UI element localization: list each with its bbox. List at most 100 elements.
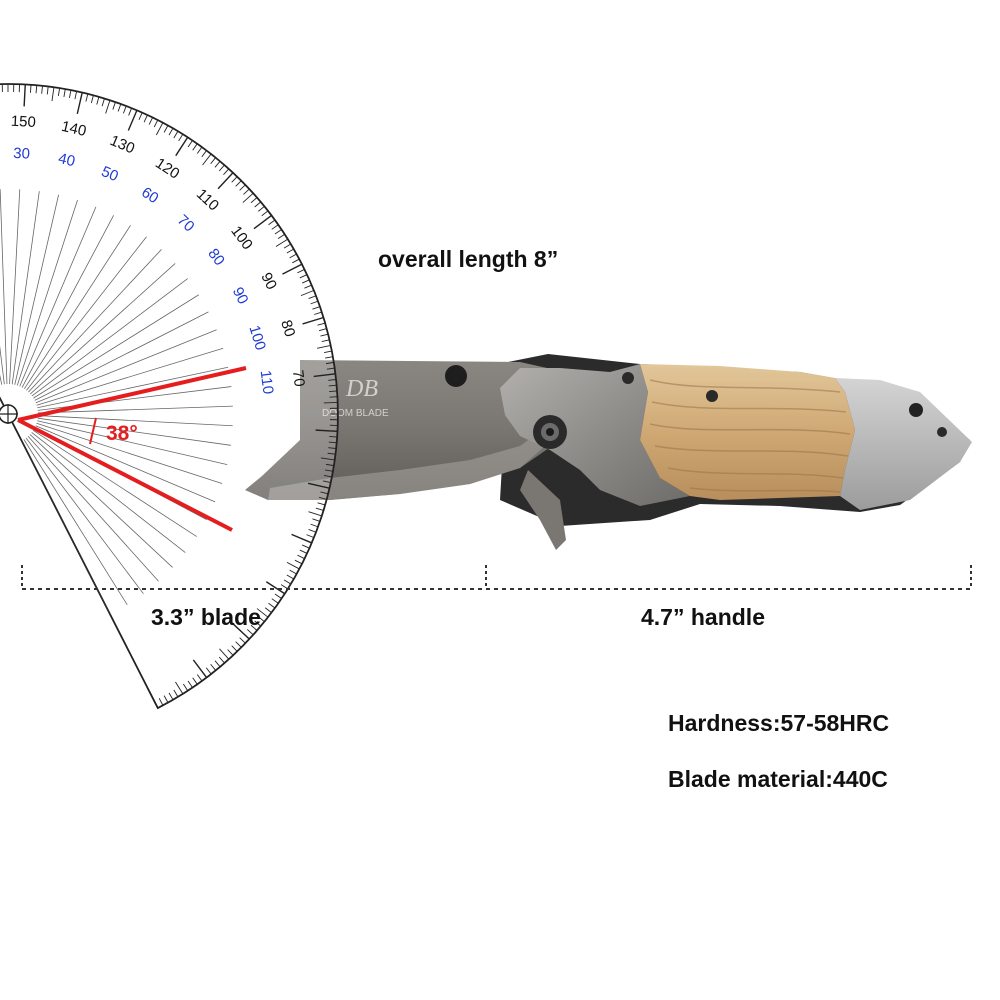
protractor-tick [294,559,303,565]
protractor-tick [235,641,242,648]
protractor-tick [96,96,100,105]
protractor-tick [68,89,72,99]
protractor-tick [299,274,308,279]
protractor-tick [122,105,127,114]
protractor-tick [320,491,329,495]
protractor-tick [308,295,317,300]
protractor-tick [318,496,327,500]
protractor-ray [19,206,97,387]
protractor-tick [232,623,250,640]
protractor-tick [217,172,234,190]
protractor-tick [196,674,203,682]
protractor-tick [90,95,94,104]
protractor-tick [112,101,116,110]
protractor-tick [283,579,292,585]
protractor-tick [153,119,159,128]
protractor-tick [275,238,289,247]
protractor-tick [291,533,313,544]
protractor-inner-label: 80 [204,245,228,269]
protractor-tick [192,143,198,151]
protractor-ticks [1,84,338,709]
protractor-tick [158,698,164,706]
protractor-ray [24,225,131,390]
protractor-ray [11,191,40,385]
blade-length-label: 3.3” blade [151,604,261,630]
lanyard-hole [909,403,923,417]
protractor-ray [27,436,159,582]
protractor-tick [182,683,189,692]
protractor-inner-label: 100 [245,323,269,352]
protractor-inner-label: 60 [138,184,161,207]
protractor-tick [301,544,310,549]
protractor-tick [148,117,154,125]
protractor-tick [147,688,159,709]
protractor-tick [205,667,212,675]
protractor-tick [264,607,272,613]
protractor-tick [257,616,265,623]
protractor-tick [214,160,221,168]
protractor-tick [312,518,321,522]
protractor-tick [274,593,282,599]
protractor-ray [34,311,209,401]
protractor-tick [308,511,322,517]
protractor-tick [192,677,198,685]
wood-handle-scale [640,364,855,500]
protractor-tick [196,146,203,154]
protractor-tick [239,637,246,644]
protractor-tick [320,333,329,337]
protractor-tick [128,107,133,116]
protractor-tick [307,482,330,489]
overall-length-label: overall length 8” [378,246,559,272]
protractor-outer-label: 140 [60,118,88,140]
protractor-tick [325,463,335,467]
protractor-tick [218,164,225,172]
protractor-tick [254,620,262,627]
protractor-tick [57,87,61,97]
bolster [500,364,690,506]
protractor-ray [37,415,233,427]
protractor-tick [218,656,225,664]
protractor-tick [243,188,250,195]
protractor-tick [101,98,105,107]
protractor-tick [320,457,335,461]
angle-arc-marker [89,417,97,445]
protractor-tick [155,122,164,136]
protractor-tick [214,660,221,668]
protractor-tick [223,168,230,176]
protractor-tick [317,322,326,326]
protractor-tick [315,507,324,511]
angle-line-upper [17,366,247,422]
protractor-ray [0,345,5,385]
blade-angle-measurement: 38° [17,366,247,532]
hardness-spec: Hardness:57-58HRC [668,710,890,736]
protractor-tick [187,140,193,148]
brand-name: DOOM BLADE [322,408,389,419]
protractor-tick [242,192,254,203]
flipper [520,470,566,550]
protractor-tick [250,197,258,204]
protractor-tick [138,112,143,121]
protractor-tick [63,88,66,97]
protractor-tick [175,136,189,157]
protractor-tick [265,581,286,595]
protractor-tick [178,133,184,142]
angle-line-lower [17,418,233,532]
knife: DB DOOM BLADE [245,354,972,550]
protractor-tick [257,205,265,212]
handle-screw [706,390,718,402]
protractor-inner-label: 30 [13,145,31,163]
protractor-ray [9,189,21,385]
protractor-tick [227,649,234,656]
protractor-tick [163,125,169,133]
protractor-tick [219,648,230,660]
protractor-ray [16,199,78,386]
protractor-tick [143,114,148,123]
protractor-ray [21,440,111,615]
protractor-tick [286,574,295,580]
protractor-tick [308,528,317,533]
protractor-tick [85,93,89,102]
protractor-tick [51,87,55,102]
protractor-tick [246,629,254,636]
protractor-tick [328,384,337,387]
protractor-ray [28,249,162,393]
